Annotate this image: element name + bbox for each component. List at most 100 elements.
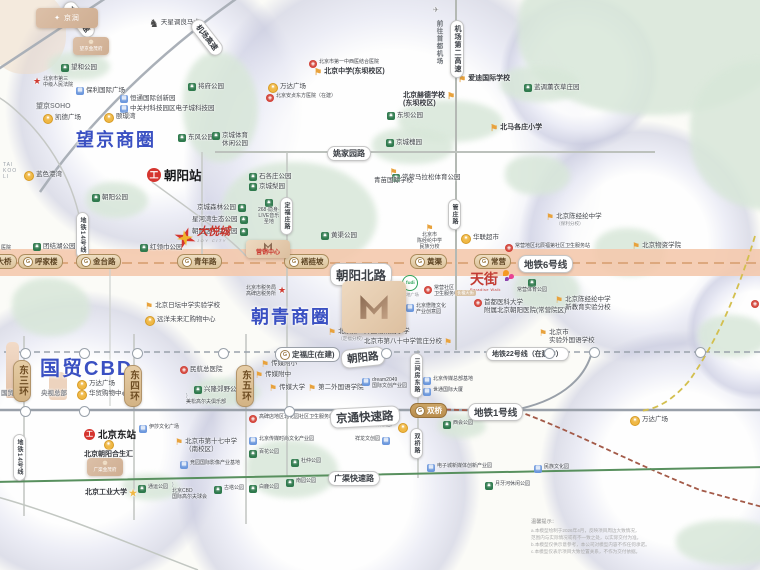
- road-label: 地铁14号线: [76, 212, 89, 259]
- poi-text: 朝阳公园: [102, 194, 128, 201]
- metro-station-dot: [695, 347, 706, 358]
- joycity-logo: 大悦城 JOY CITY: [174, 227, 230, 249]
- biz-poi: ▤北京懋隆文化产业创意园: [406, 303, 446, 316]
- shop-poi: •万达广场: [77, 380, 115, 390]
- poi-text: 望京SOHO: [36, 103, 71, 110]
- metro-icon: G: [289, 256, 299, 267]
- park-poi: ▲蓝调薰衣草庄园: [524, 84, 580, 92]
- poi-text: 兴隆郊野公园: [204, 386, 243, 393]
- gstar-poi: 北京工业大学★: [85, 489, 137, 498]
- school-icon: ⚑: [447, 91, 456, 101]
- poi-text: 东坝公园: [397, 112, 423, 119]
- hosp-poi: +常营地区北辰福第社区卫生服务站: [505, 243, 591, 252]
- poi-text: 北京陈经纶中学新教育实验分校: [565, 296, 611, 311]
- poi-text: 京城森林公园: [197, 204, 236, 211]
- shop-poi: •万达广场: [630, 416, 668, 426]
- school-poi: ⚑北京市陈经纶中学民族分校: [417, 224, 442, 251]
- star-poi: ★北京市第三中级人民法院: [33, 76, 73, 89]
- park-icon: ▲: [61, 64, 69, 72]
- logo3-label: 广渠金茂府: [93, 466, 117, 472]
- road-label: 三间房东路: [410, 353, 423, 398]
- poi-text: 天星调良马术: [160, 19, 200, 26]
- park-icon: ▲: [286, 479, 294, 487]
- none-poi: 望京SOHO: [36, 103, 71, 111]
- poi-text: 将府公园: [198, 83, 224, 90]
- station-label: 呼家楼: [35, 257, 58, 266]
- poi-text: 万达广场: [642, 416, 668, 423]
- park-blob: [48, 52, 110, 80]
- park-poi: ▲东风公园: [178, 134, 214, 142]
- map-disclaimer: 温馨提示： a.本模型绘制于2026年4月，反映项目周边大致情况， 范围内与实际…: [531, 518, 757, 556]
- biz-poi: 祥龙文创园▤: [355, 436, 391, 445]
- school-icon: ⚑: [555, 295, 564, 305]
- school-icon: ⚑: [269, 383, 278, 393]
- park-icon: ▲: [392, 174, 400, 182]
- metro-icon: G: [479, 256, 489, 267]
- shop-icon: •: [103, 440, 114, 450]
- park-poi: ▲268·隐身·LIVE音乐圣地: [258, 199, 280, 226]
- school-poi: ⚑北京物资学院: [632, 242, 682, 251]
- park-poi: ▲将府公园: [188, 83, 224, 91]
- station-label: 青年路: [194, 257, 217, 266]
- horse-poi: ♞天星调良马术: [149, 19, 200, 30]
- biz-icon: ▤: [423, 388, 431, 396]
- park-icon: ▲: [528, 279, 536, 287]
- school-poi: ⚑北京中学(东坝校区): [314, 68, 385, 77]
- park-icon: ▲: [321, 232, 329, 240]
- school-poi: ⚑北马各庄小学: [490, 123, 542, 133]
- poi-text: 常营社区卫生服务中心: [434, 285, 465, 297]
- poi-text: 北京市第一中西医结合医院: [319, 59, 380, 65]
- poi-text: 北京物资学院: [642, 242, 682, 249]
- shop-icon: •: [268, 83, 278, 93]
- school-icon: ⚑: [546, 212, 555, 222]
- road-label: 广渠快速路: [328, 471, 380, 486]
- star-icon: ★: [33, 76, 42, 86]
- none-poi: 美松高尔夫俱乐部: [186, 394, 226, 406]
- park-poi: ▲通运公园: [138, 484, 168, 493]
- school-icon: ⚑: [389, 167, 398, 177]
- poi-text: 青苗国际学校: [374, 177, 413, 184]
- shop-icon: •: [398, 423, 409, 433]
- station-label: 东大桥: [0, 257, 12, 266]
- school-poi: ⚑北京日坛中学实验学校: [145, 302, 220, 311]
- jingcheng-expwy: [0, 0, 106, 70]
- road-label: 东三环: [13, 360, 31, 402]
- poi-text: 北京安贞东方医院（在建）: [276, 93, 337, 99]
- poi-text: 京城梨园: [259, 183, 285, 190]
- railway: [429, 408, 760, 508]
- poi-text: 祥龙文创园: [355, 436, 381, 442]
- poi-text: 南园公园: [296, 478, 317, 484]
- poi-text: 石各庄公园: [259, 173, 292, 180]
- school-icon: ⚑: [539, 328, 548, 338]
- shop-icon: •: [43, 114, 53, 124]
- park-poi: ▲京城体育休闲公园: [212, 132, 248, 147]
- park-poi: ▲常营体育公园: [517, 279, 547, 294]
- metro-station-dot: [381, 348, 392, 359]
- park-icon: ▲: [249, 485, 257, 493]
- disclaimer-line: a.本模型绘制于2026年4月，反映项目周边大致情况，: [531, 528, 640, 534]
- poi-text: 华联超市: [473, 234, 499, 241]
- poi-text: 民航总医院: [190, 366, 223, 373]
- poi-text: 爱迪国际学校: [468, 75, 511, 82]
- shop-poi: •远洋未来汇购物中心: [145, 316, 216, 326]
- project-logo-box-2: ❁ 望京金茂府: [73, 37, 109, 55]
- sales-center-label: 营销中心: [255, 250, 280, 256]
- park-icon: ▲: [92, 194, 100, 202]
- road-label: 东四环: [124, 365, 142, 407]
- park-blob: [12, 278, 90, 336]
- school-icon: ⚑: [490, 123, 499, 133]
- tianjie-sublabel: Paradise Walk: [470, 288, 501, 292]
- poi-text: 央视总部: [41, 390, 67, 397]
- biz-icon: ▤: [534, 465, 542, 473]
- metro-station-dot: [79, 348, 90, 359]
- road-label: 姚家园路: [327, 146, 371, 161]
- station-label: 双桥: [427, 406, 442, 415]
- poi-text: 首都医科大学附属北京朝阳医院(常营院区): [484, 299, 567, 314]
- poi-text: 常营地区北辰福第社区卫生服务站: [515, 243, 591, 249]
- biz-icon: ▤: [427, 464, 435, 472]
- hosp-poi: +: [751, 300, 760, 308]
- project-logo-box-1: ✦ 京润: [36, 8, 98, 28]
- park-icon: ▲: [249, 450, 257, 458]
